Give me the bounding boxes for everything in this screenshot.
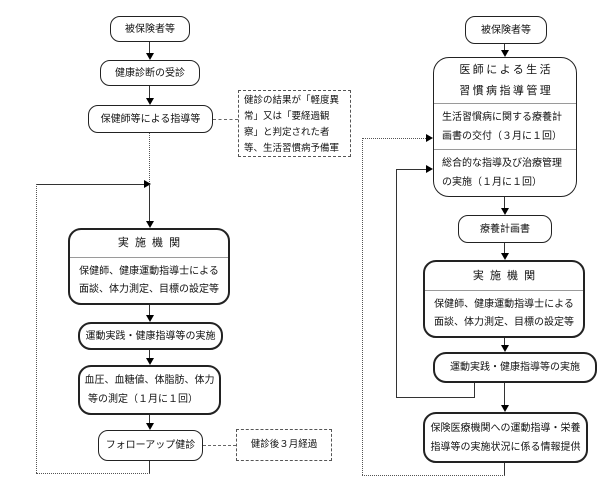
report-box: 保険医療機関への運動指導・栄養 指導等の実施状況に係る情報提供 — [423, 412, 588, 463]
doctor-management-title-line: 習慣病指導管理 — [459, 84, 554, 97]
left-connector-guidance-dotted — [149, 133, 150, 184]
criteria-note: 健診の結果が「軽度異 常」又は「要経過観 察」と判定された者 等、生活習慣病予備… — [238, 90, 351, 157]
care-plan-box: 療養計画書 — [458, 215, 552, 243]
right-insured-label: 被保険者等 — [481, 24, 531, 36]
left-loop-merge-line — [36, 184, 144, 185]
left-connector-4 — [149, 305, 150, 315]
care-plan-issue-line: 生活習慣病に関する療養計 — [442, 112, 562, 123]
right-arrowhead-3 — [501, 253, 509, 260]
left-connector-1 — [149, 42, 150, 53]
doctor-management-box: 医師による生活 習慣病指導管理 生活習慣病に関する療養計 画書の交付（３月に１回… — [433, 57, 577, 197]
right-connector-1 — [504, 44, 505, 50]
criteria-note-line: 察」と判定された者 — [244, 127, 330, 138]
left-loop-merge-arrowhead — [144, 180, 151, 188]
monthly-loop-top — [396, 169, 426, 170]
left-insured-label: 被保険者等 — [125, 23, 175, 35]
left-agency-title-row: 実施機関 — [70, 230, 228, 257]
report-line: 指導等の実施状況に係る情報提供 — [430, 441, 581, 453]
right-arrowhead-2 — [501, 208, 509, 215]
right-agency-body-line: 面談、体力測定、目標の設定等 — [434, 316, 574, 328]
left-connector-3 — [149, 184, 150, 221]
right-connector-4 — [504, 338, 505, 345]
right-arrowhead-5 — [501, 405, 509, 412]
left-loop-bottom — [36, 473, 150, 474]
quarterly-loop-arrowhead — [426, 134, 433, 142]
criteria-note-line: 健診の結果が「軽度異 — [244, 95, 340, 106]
left-practice-label: 運動実践・健康指導等の実施 — [85, 330, 216, 342]
doctor-management-divider-2 — [434, 149, 576, 150]
report-line: 保険医療機関への運動指導・栄養 — [430, 422, 581, 434]
left-agency-divider — [70, 257, 228, 258]
right-agency-box: 実施機関 保健師、健康運動指導士による 面談、体力測定、目標の設定等 — [423, 260, 585, 338]
criteria-note-line: 常」又は「要経過観 — [244, 111, 330, 122]
left-guidance-box: 保健師等による指導等 — [88, 105, 213, 133]
doctor-management-divider-1 — [434, 103, 576, 104]
left-checkup-label: 健康診断の受診 — [115, 67, 185, 79]
right-agency-body-line: 保健師、健康運動指導士による — [434, 298, 574, 310]
quarterly-loop-vertical — [362, 138, 363, 475]
left-followup-box: フォローアップ健診 — [98, 430, 203, 461]
right-connector-3 — [504, 243, 505, 253]
followup-note-label: 健診後３月経過 — [250, 439, 318, 450]
monthly-loop-bottom — [396, 397, 475, 398]
right-agency-body: 保健師、健康運動指導士による 面談、体力測定、目標の設定等 — [425, 291, 583, 336]
care-plan-issue-section: 生活習慣病に関する療養計 画書の交付（３月に１回） — [434, 104, 576, 149]
care-plan-issue-line: 画書の交付（３月に１回） — [442, 131, 562, 142]
right-agency-title-row: 実施機関 — [425, 262, 583, 290]
right-practice-label: 運動実践・健康指導等の実施 — [450, 362, 580, 373]
quarterly-loop-top — [362, 138, 426, 139]
right-connector-2 — [504, 197, 505, 208]
left-arrowhead-1 — [146, 53, 154, 60]
criteria-note-connector — [213, 119, 238, 120]
left-connector-6 — [149, 415, 150, 423]
left-arrowhead-4 — [146, 315, 154, 322]
left-connector-2 — [149, 86, 150, 98]
doctor-management-title: 医師による生活 習慣病指導管理 — [434, 58, 576, 103]
right-agency-title: 実施機関 — [472, 269, 542, 282]
left-arrowhead-5 — [146, 358, 154, 365]
right-insured-box: 被保険者等 — [465, 16, 547, 44]
treatment-line: 総合的な指導及び治療管理 — [442, 158, 562, 169]
criteria-note-line: 等、生活習慣病予備軍 — [244, 143, 340, 154]
left-loop-vertical — [36, 184, 37, 473]
left-loop-stub — [149, 461, 150, 473]
right-arrowhead-1 — [501, 50, 509, 57]
doctor-management-title-line: 医師による生活 — [459, 63, 554, 76]
quarterly-loop-bottom — [362, 475, 505, 476]
right-connector-5 — [504, 383, 505, 405]
left-arrowhead-2 — [146, 98, 154, 105]
right-practice-box: 運動実践・健康指導等の実施 — [433, 352, 597, 383]
left-practice-box: 運動実践・健康指導等の実施 — [78, 322, 223, 350]
left-measurement-box: 血圧、血糖値、体脂肪、体力 等の測定（１月に１回） — [78, 365, 221, 415]
left-guidance-label: 保健師等による指導等 — [100, 113, 201, 125]
left-agency-body: 保健師、健康運動指導士による 面談、体力測定、目標の設定等 — [70, 258, 228, 303]
left-measurement-line: 血圧、血糖値、体脂肪、体力 — [84, 375, 215, 386]
left-arrowhead-3 — [146, 221, 154, 228]
left-connector-5 — [149, 350, 150, 358]
right-agency-divider — [425, 290, 583, 291]
monthly-loop-stub — [474, 383, 475, 397]
followup-note-connector — [203, 445, 236, 446]
right-arrowhead-4 — [501, 345, 509, 352]
monthly-loop-vertical — [396, 169, 397, 397]
left-agency-body-line: 面談、体力測定、目標の設定等 — [79, 283, 219, 295]
left-measurement-line: 等の測定（１月に１回） — [88, 394, 198, 405]
left-agency-title: 実施機関 — [117, 237, 187, 249]
followup-note: 健診後３月経過 — [236, 429, 332, 461]
left-arrowhead-6 — [146, 423, 154, 430]
monthly-loop-arrowhead — [426, 165, 433, 173]
left-checkup-box: 健康診断の受診 — [100, 60, 200, 86]
left-agency-box: 実施機関 保健師、健康運動指導士による 面談、体力測定、目標の設定等 — [68, 228, 230, 305]
left-followup-label: フォローアップ健診 — [105, 440, 196, 451]
treatment-section: 総合的な指導及び治療管理 の実施（１月に１回） — [434, 150, 576, 196]
left-agency-body-line: 保健師、健康運動指導士による — [79, 265, 219, 277]
treatment-line: の実施（１月に１回） — [442, 177, 542, 188]
left-insured-box: 被保険者等 — [110, 16, 190, 42]
quarterly-loop-stub — [504, 463, 505, 475]
care-plan-label: 療養計画書 — [480, 223, 530, 235]
